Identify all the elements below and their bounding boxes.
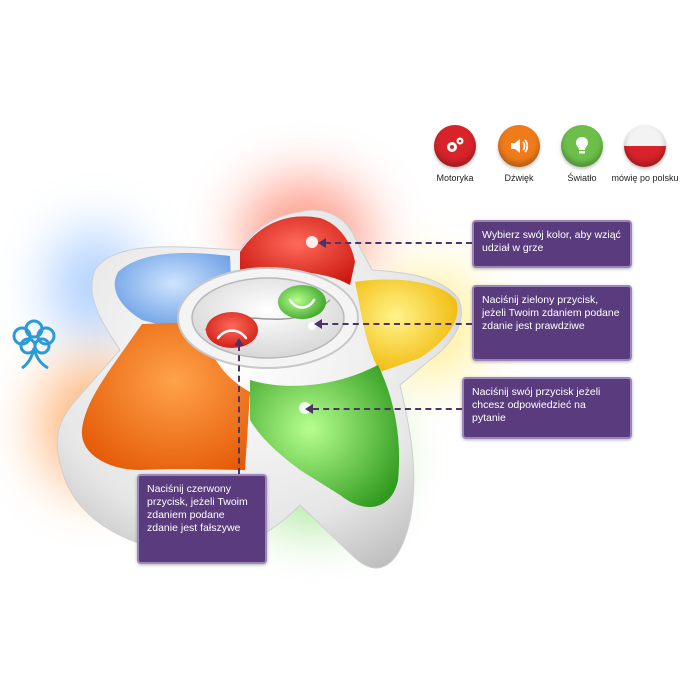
feature-dzwiek: Dźwięk	[484, 125, 554, 184]
yellow-button	[355, 279, 458, 372]
callout-choose-color: Wybierz swój kolor, aby wziąć udział w g…	[472, 220, 632, 268]
connector-line	[238, 345, 240, 474]
feature-polski: mówię po polsku	[610, 125, 680, 184]
feature-label: mówię po polsku	[611, 173, 679, 183]
connector-line	[322, 323, 472, 325]
feature-label: Motoryka	[436, 173, 474, 183]
arrow-icon	[305, 404, 313, 414]
speaker-icon	[498, 125, 540, 167]
arrow-icon	[314, 319, 322, 329]
arrow-icon	[234, 338, 244, 346]
callout-red-button: Naciśnij czerwony przycisk, jeżeli Twoim…	[137, 474, 267, 564]
callout-green-button: Naciśnij zielony przycisk, jeżeli Twoim …	[472, 285, 632, 361]
connector-line	[325, 242, 472, 244]
callout-own-button: Naciśnij swój przycisk jeżeli chcesz odp…	[462, 377, 632, 439]
gears-icon	[434, 125, 476, 167]
tree-logo-icon	[12, 319, 56, 370]
green-true-button	[278, 285, 326, 319]
polish-flag-icon	[624, 125, 666, 167]
green-big-button	[250, 365, 400, 507]
orange-button	[81, 322, 251, 470]
arrow-icon	[318, 238, 326, 248]
feature-swiatlo: Światło	[547, 125, 617, 184]
feature-motoryka: Motoryka	[420, 125, 490, 184]
feature-label: Dźwięk	[504, 173, 534, 183]
connector-line	[313, 408, 462, 410]
feature-label: Światło	[567, 173, 597, 183]
lightbulb-icon	[561, 125, 603, 167]
